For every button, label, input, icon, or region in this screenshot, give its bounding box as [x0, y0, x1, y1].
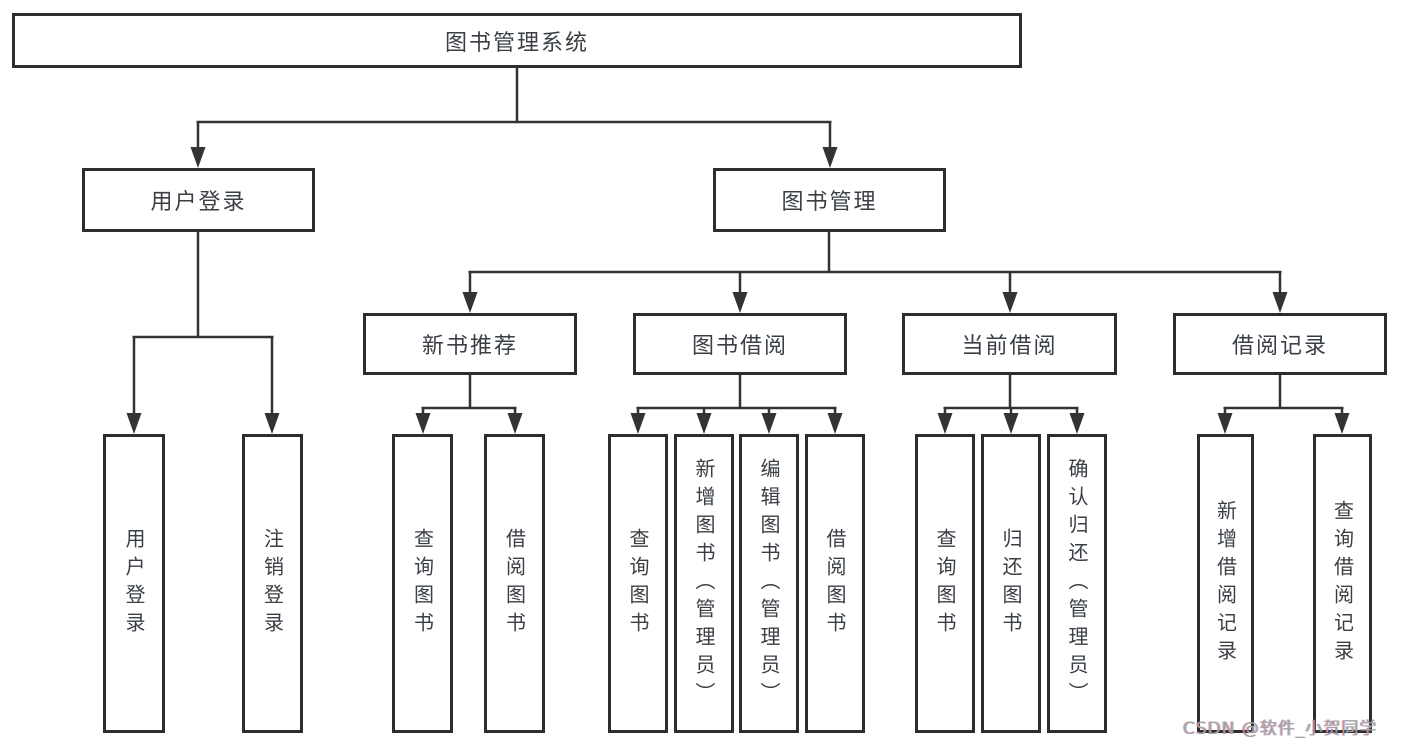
node-label: 编辑图书（管理员）: [757, 457, 781, 710]
node-label: 图书借阅: [691, 334, 788, 359]
node-user-login: 用户登录: [82, 168, 315, 232]
node-label: 确认归还（管理员）: [1065, 457, 1089, 710]
node-label: 当前借阅: [961, 334, 1058, 359]
leaf-add-borrow-record: 新增借阅记录: [1197, 434, 1254, 733]
leaf-query-books-current: 查询图书: [915, 434, 975, 733]
leaf-confirm-return-admin: 确认归还（管理员）: [1047, 434, 1107, 733]
node-label: 借阅图书: [502, 527, 527, 640]
node-label: 新书推荐: [421, 334, 518, 359]
node-label: 用户登录: [122, 527, 146, 640]
leaf-logout: 注销登录: [242, 434, 303, 733]
node-library-management-system: 图书管理系统: [12, 13, 1022, 68]
node-label: 注销登录: [260, 527, 285, 640]
leaf-user-login: 用户登录: [103, 434, 165, 733]
node-label: 查询图书: [933, 527, 957, 640]
node-label: 图书管理: [781, 190, 878, 215]
node-label: 新增借阅记录: [1213, 499, 1238, 668]
node-label: 查询图书: [626, 527, 650, 640]
node-book-borrowing: 图书借阅: [633, 313, 847, 375]
leaf-query-borrow-record: 查询借阅记录: [1313, 434, 1372, 733]
leaf-return-books: 归还图书: [981, 434, 1041, 733]
leaf-query-books-recommend: 查询图书: [392, 434, 453, 733]
node-label: 用户登录: [150, 190, 247, 215]
leaf-query-books-borrowing: 查询图书: [608, 434, 668, 733]
node-book-management: 图书管理: [713, 168, 946, 232]
node-label: 借阅图书: [823, 527, 847, 640]
leaf-edit-books-admin: 编辑图书（管理员）: [739, 434, 799, 733]
node-borrowing-records: 借阅记录: [1173, 313, 1387, 375]
leaf-borrow-books-borrowing: 借阅图书: [805, 434, 865, 733]
leaf-borrow-books-recommend: 借阅图书: [484, 434, 545, 733]
node-label: 查询图书: [410, 527, 435, 640]
node-label: 图书管理系统: [444, 30, 589, 56]
node-label: 借阅记录: [1231, 334, 1328, 359]
leaf-add-books-admin: 新增图书（管理员）: [674, 434, 734, 733]
node-new-book-recommendation: 新书推荐: [363, 313, 577, 375]
node-label: 新增图书（管理员）: [692, 457, 716, 710]
node-label: 查询借阅记录: [1330, 499, 1355, 668]
node-current-borrowing: 当前借阅: [902, 313, 1117, 375]
csdn-watermark: CSDN @软件_小贺同学: [1183, 719, 1378, 739]
node-label: 归还图书: [999, 527, 1023, 640]
